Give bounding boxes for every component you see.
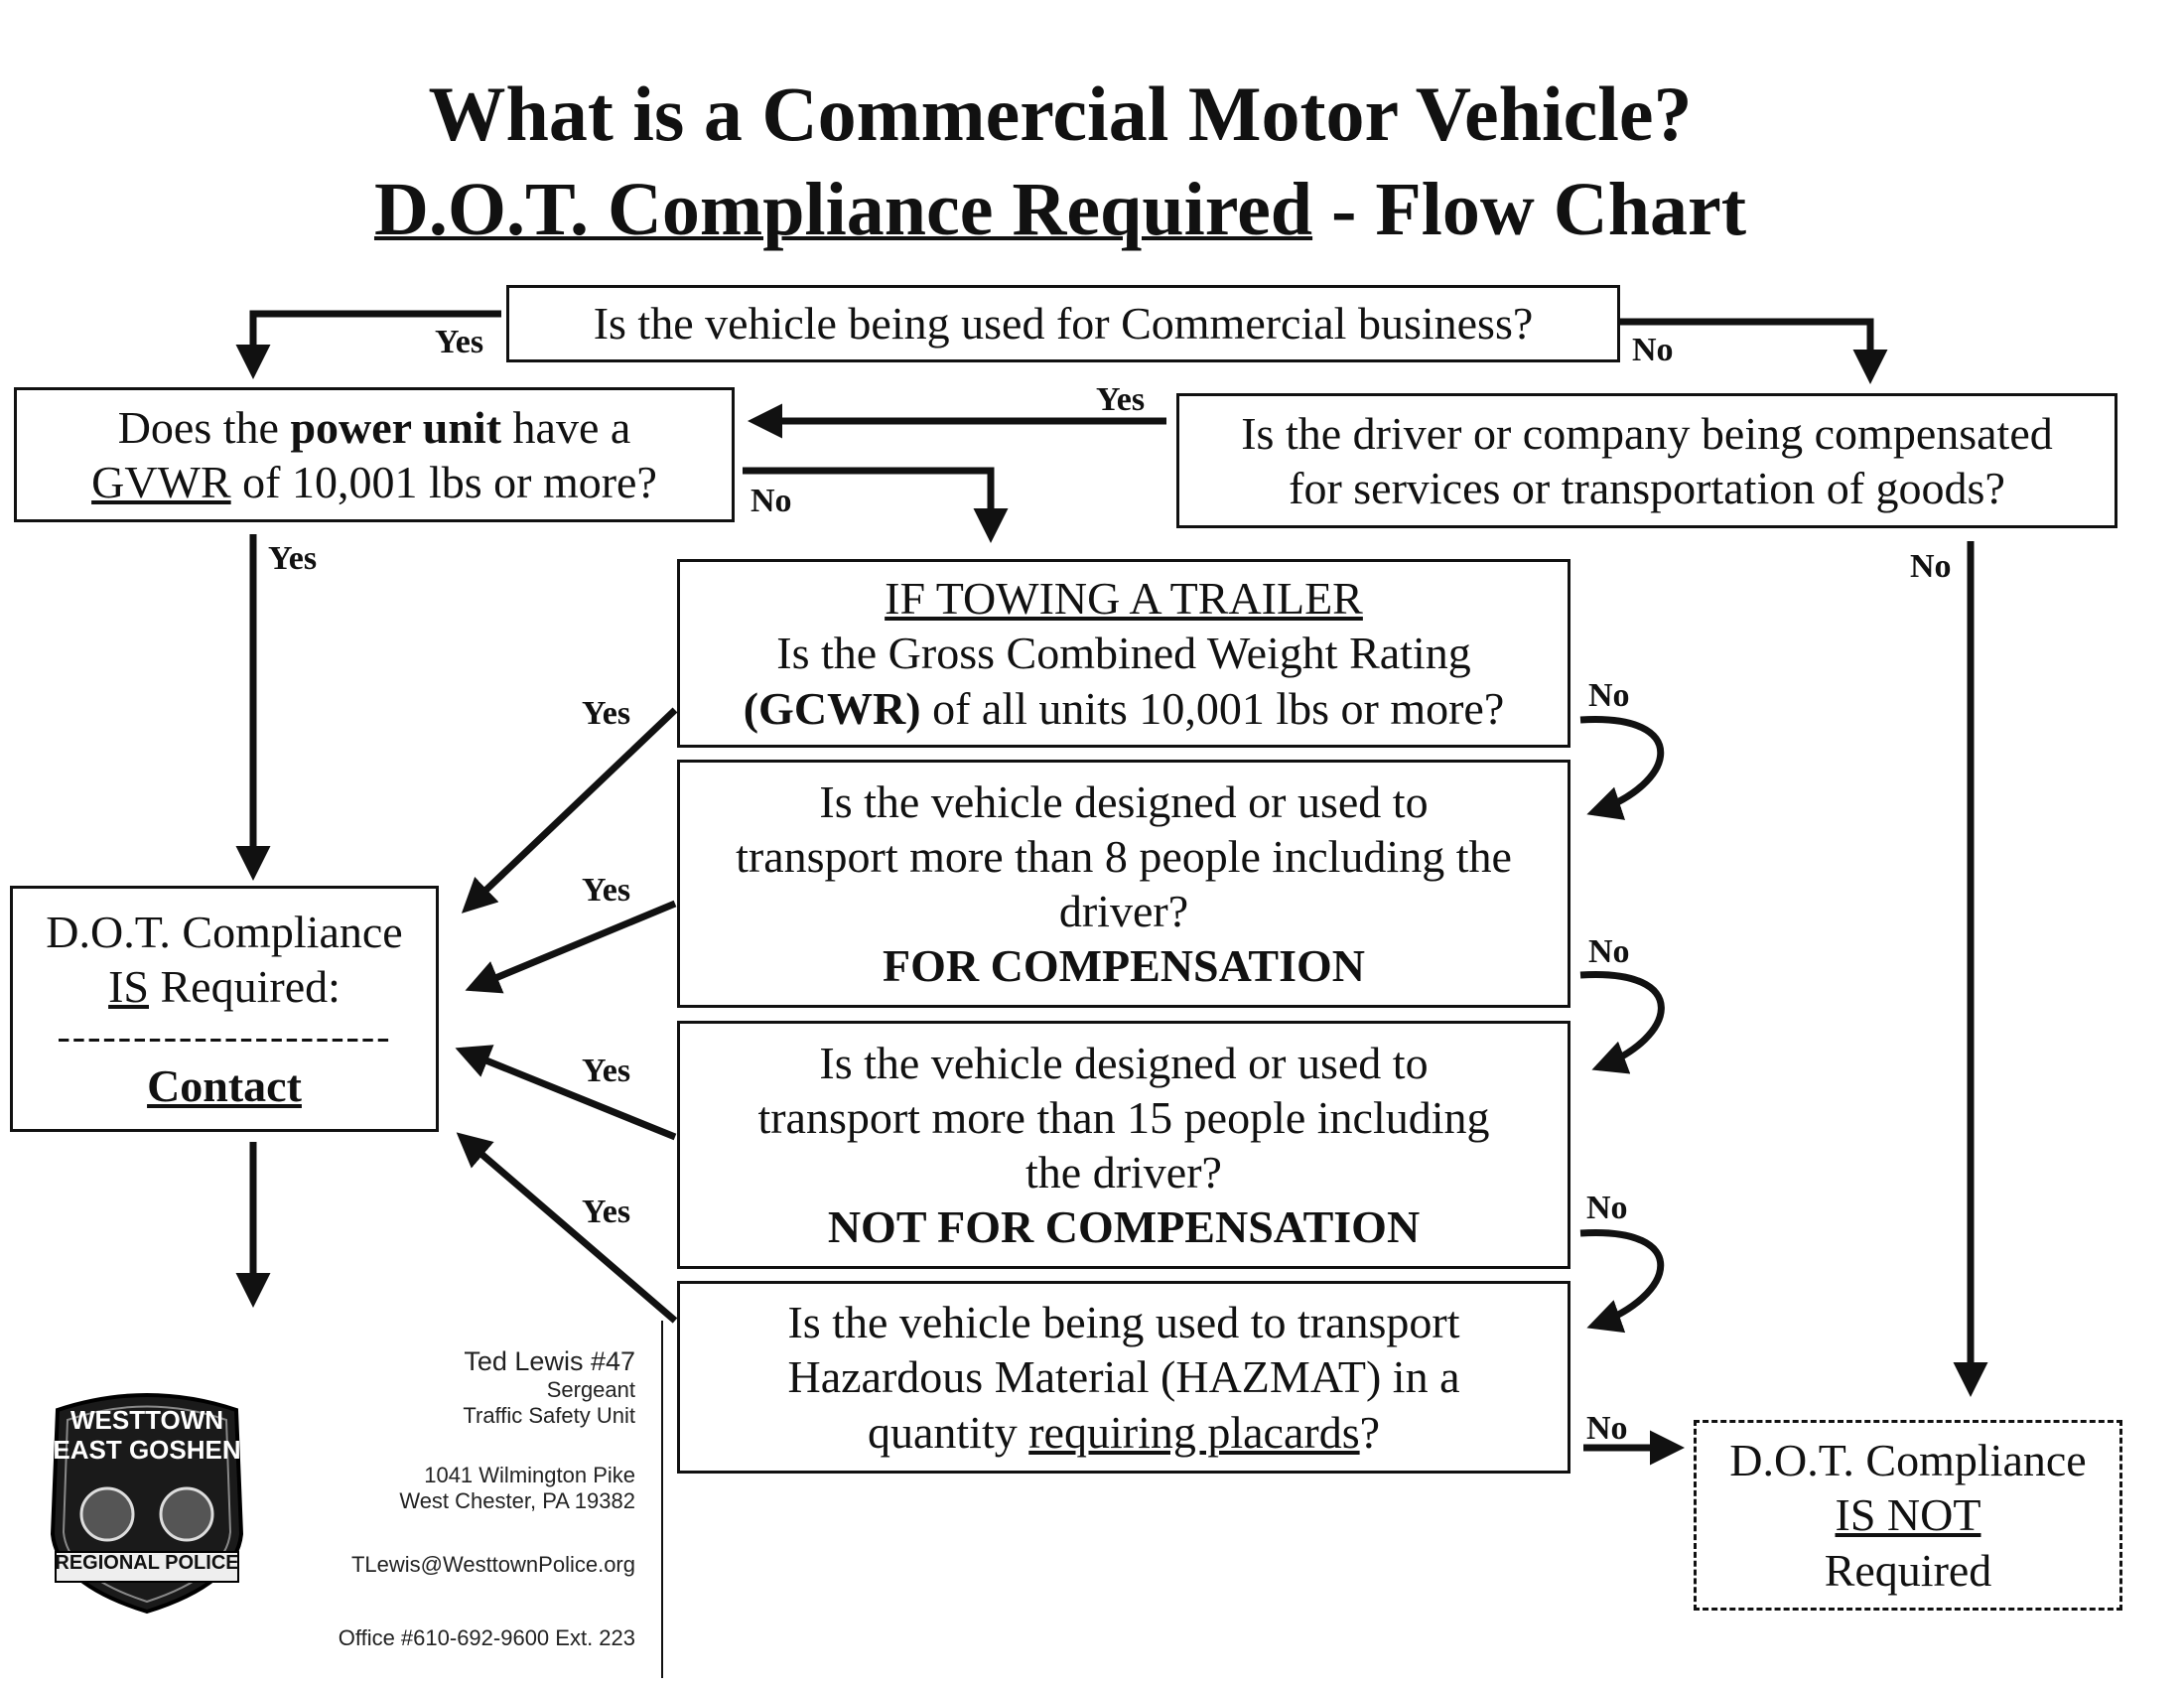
contact-name: Ted Lewis #47 [464,1346,635,1376]
required-line2: IS Required: [108,961,341,1013]
towing-line1: Is the Gross Combined Weight Rating [776,628,1471,679]
eight-line3: driver? [1058,886,1189,936]
badge-icon [50,1393,244,1615]
arrow-q1-no [1618,318,1888,384]
contact-rank: Sergeant [546,1377,635,1402]
arrow-eight-yes [465,900,677,994]
towing-heading: IF TOWING A TRAILER [885,573,1363,625]
contact-email[interactable]: TLewis@WesttownPolice.org [350,1552,635,1577]
label-yes-hazmat: Yes [582,1194,631,1230]
power-unit-line1: Does the power unit have a [117,401,631,453]
badge-bottom-text: REGIONAL POLICE [55,1552,239,1574]
label-no-commercial: No [1632,332,1674,368]
question-more-than-8: Is the vehicle designed or used to trans… [677,760,1570,1008]
badge-middle-text: EAST GOSHEN [53,1435,241,1465]
hazmat-line3: quantity requiring placards? [867,1406,1381,1458]
label-no-towing: No [1588,677,1630,714]
police-badge-logo: WESTTOWN EAST GOSHEN REGIONAL POLICE [38,1385,256,1616]
result-compliance-required: D.O.T. Compliance IS Required: ---------… [10,886,439,1132]
fifteen-line4: NOT FOR COMPENSATION [827,1201,1421,1253]
arrow-towing-yes [461,707,678,914]
label-no-hazmat: No [1586,1410,1628,1447]
towing-line2: (GCWR) of all units 10,001 lbs or more? [743,682,1505,734]
eight-line4: FOR COMPENSATION [883,940,1365,992]
arrow-towing-no [1579,716,1665,820]
fifteen-line2: transport more than 15 people including [757,1091,1490,1143]
result-compliance-not-required: D.O.T. Compliance IS NOT Required [1694,1420,2122,1611]
compensated-line1: Is the driver or company being compensat… [1241,407,2053,459]
required-contact: Contact [147,1059,302,1111]
arrow-fifteen-no [1579,1229,1665,1334]
subtitle-underlined: D.O.T. Compliance Required [373,168,1313,251]
label-no-compensated: No [1910,548,1952,585]
page-title: What is a Commercial Motor Vehicle? [428,70,1693,157]
required-line1: D.O.T. Compliance [46,907,403,958]
label-no-power-unit: No [751,483,792,519]
question-commercial-business-text: Is the vehicle being used for Commercial… [593,298,1534,350]
arrow-hazmat-yes [456,1132,678,1324]
required-separator: ---------------------- [57,1013,392,1058]
contact-phone: Office #610-692-9600 Ext. 223 [338,1625,635,1650]
label-yes-fifteen: Yes [582,1053,631,1089]
power-unit-line2: GVWR of 10,001 lbs or more? [91,457,657,507]
question-power-unit: Does the power unit have a GVWR of 10,00… [14,387,735,522]
question-towing-trailer: IF TOWING A TRAILER Is the Gross Combine… [677,559,1570,748]
question-more-than-15: Is the vehicle designed or used to trans… [677,1021,1570,1269]
fifteen-line3: the driver? [1025,1147,1222,1197]
badge-top-text: WESTTOWN [69,1405,224,1435]
eight-line1: Is the vehicle designed or used to [819,775,1429,827]
label-yes-eight: Yes [582,872,631,909]
label-no-fifteen: No [1586,1190,1628,1226]
not-required-line2: IS NOT [1835,1489,1981,1541]
label-yes-towing: Yes [582,695,631,732]
compensated-line2: for services or transportation of goods? [1289,463,2005,513]
not-required-line3: Required [1824,1544,1992,1596]
label-yes-commercial: Yes [435,324,484,360]
contact-unit: Traffic Safety Unit [463,1403,635,1428]
contact-address1: 1041 Wilmington Pike [424,1463,635,1487]
contact-address2: West Chester, PA 19382 [399,1488,635,1513]
eight-line2: transport more than 8 people including t… [736,830,1512,882]
arrow-q1-yes [235,310,501,379]
question-compensated: Is the driver or company being compensat… [1176,393,2117,528]
not-required-line1: D.O.T. Compliance [1729,1435,2087,1486]
fifteen-line1: Is the vehicle designed or used to [819,1037,1429,1088]
hazmat-line2: Hazardous Material (HAZMAT) in a [787,1351,1460,1403]
question-commercial-business: Is the vehicle being used for Commercial… [506,285,1620,362]
arrow-eight-no [1579,971,1665,1074]
label-no-eight: No [1588,933,1630,970]
contact-info: Ted Lewis #47 Sergeant Traffic Safety Un… [328,1346,635,1651]
label-yes-compensated: Yes [1096,381,1146,418]
question-hazmat: Is the vehicle being used to transport H… [677,1281,1570,1474]
hazmat-line1: Is the vehicle being used to transport [787,1297,1460,1348]
arrow-power-unit-no [743,467,1009,543]
subtitle-rest: - Flow Chart [1312,168,1747,251]
page-subtitle: D.O.T. Compliance Required - Flow Chart [0,167,2120,253]
label-yes-power-unit: Yes [268,540,318,577]
arrow-fifteen-yes [455,1045,677,1141]
